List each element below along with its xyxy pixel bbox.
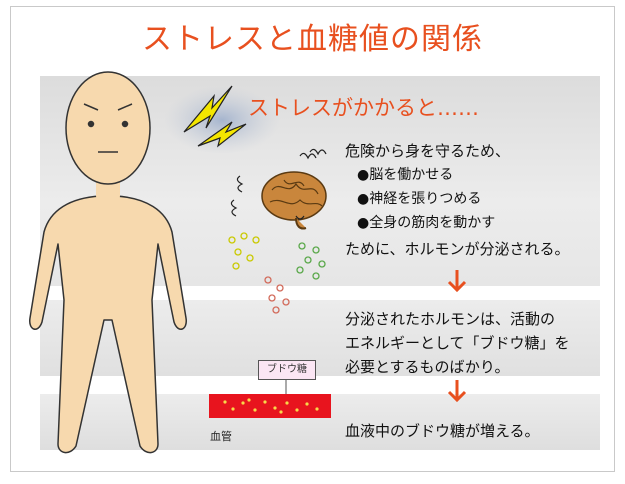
glucose-label: ブドウ糖 [258,360,316,380]
bullet-nerves: ●神経を張りつめる [357,191,482,207]
tension-marks-icon [230,148,327,220]
lightning-icon [183,85,247,148]
bullet-muscles: ●全身の筋肉を動かす [357,215,496,231]
explanation-line-1: 分泌されたホルモンは、活動の [345,310,556,328]
hormone-text: ために、ホルモンが分泌される。 [345,240,570,258]
explanation-line-2: エネルギーとして「ブドウ糖」を [345,334,570,352]
vessel-label: 血管 [210,430,232,443]
glucose-particles-icon [223,398,319,414]
blood-vessel [209,394,331,418]
result-text: 血液中のブドウ糖が増える。 [345,422,540,440]
person-face [83,103,133,153]
down-arrow-icon [447,380,467,403]
intro-text: 危険から身を守るため、 [345,142,511,160]
stress-subtitle: ストレスがかかると…… [248,96,479,120]
brain-icon [261,171,327,230]
bullet-brain: ●脳を働かせる [357,167,454,183]
page-title: ストレスと血糖値の関係 [142,22,483,57]
stress-glow [164,86,280,154]
person-body [29,71,187,454]
hormone-dots-icon [228,232,326,314]
explanation-line-3: 必要とするものばかり。 [345,358,510,376]
down-arrow-icon [447,270,467,293]
